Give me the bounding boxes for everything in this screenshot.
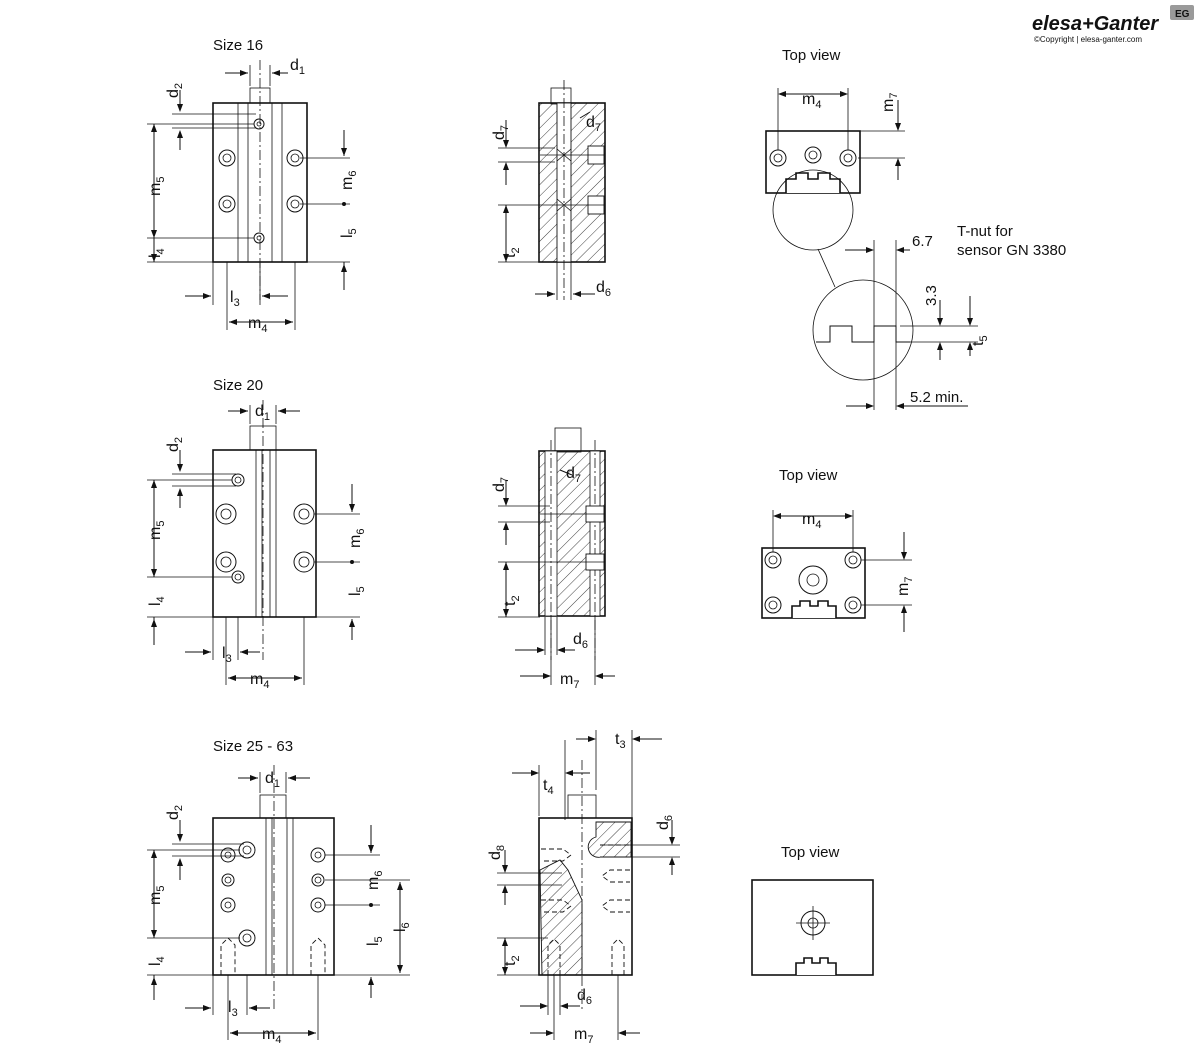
- tnut-title-line2: sensor GN 3380: [957, 242, 1066, 259]
- size-20-top-view: Top view m4 m7: [761, 467, 915, 632]
- s16-l3-label: l3: [230, 289, 240, 309]
- size-25-63-section-view: t4 t3 d6 d8 t2 d6 m7: [487, 730, 680, 1046]
- s25-m7-label: m7: [574, 1026, 593, 1046]
- s16-top-view-title: Top view: [782, 47, 841, 64]
- brand-logo: elesa+Ganter EG ©Copyright | elesa-gante…: [1032, 5, 1194, 44]
- s25-d2-label: d2: [165, 805, 185, 820]
- s16-m6-label: m6: [339, 171, 359, 190]
- s25-m6-label: m6: [365, 871, 385, 890]
- size-25-63-front-view: d1 d2 m5 l4 m6 l5 l6 l3 m4: [147, 765, 412, 1046]
- s25-t3-label: t3: [615, 731, 626, 751]
- size-25-63-top-view: Top view: [751, 844, 874, 976]
- s20-d7-label-right: d7: [566, 465, 581, 485]
- s16-d7-label-right: d7: [586, 114, 601, 134]
- size-16-top-view: Top view m4 m7: [765, 47, 1066, 410]
- s16-l5-label: l5: [339, 228, 359, 238]
- s20-l5-label: l5: [347, 586, 367, 596]
- s16-m4-label: m4: [248, 315, 267, 335]
- logo-badge: [1170, 5, 1194, 20]
- tnut-title-line1: T-nut for: [957, 223, 1013, 240]
- size-20-title: Size 20: [213, 377, 263, 394]
- size-16-title: Size 16: [213, 37, 263, 54]
- size-20-section: Size 20: [147, 377, 915, 691]
- s20-top-view-title: Top view: [779, 467, 838, 484]
- s16-top-m7-label: m7: [880, 93, 900, 112]
- s16-d7-label-left: d7: [491, 125, 511, 140]
- s20-top-m4-label: m4: [802, 511, 821, 531]
- logo-copyright: ©Copyright | elesa-ganter.com: [1034, 35, 1142, 44]
- s20-d7-label-left: d7: [491, 477, 511, 492]
- tnut-dim-5-2-min: 5.2 min.: [910, 389, 963, 406]
- logo-badge-text: EG: [1175, 9, 1190, 20]
- size-25-63-section: Size 25 - 63: [147, 730, 874, 1046]
- s16-d1-label: d1: [290, 57, 305, 77]
- s20-t2-label: t2: [502, 595, 522, 606]
- s20-m7-label: m7: [560, 671, 579, 691]
- size-20-section-view: d7 d7 t2 d6 m7: [491, 427, 615, 691]
- s20-d1-label: d1: [255, 403, 270, 423]
- s25-l5-label: l5: [365, 936, 385, 946]
- s20-m5-label: m5: [147, 521, 167, 540]
- s20-l3-label: l3: [222, 645, 232, 665]
- s20-m4-label: m4: [250, 671, 269, 691]
- s25-d8-label: d8: [487, 845, 507, 860]
- s16-l4-label: l4: [147, 248, 167, 258]
- s25-l4-label: l4: [147, 956, 167, 966]
- s20-d2-label: d2: [165, 437, 185, 452]
- s16-t2-label: t2: [502, 247, 522, 258]
- s16-d2-label: d2: [165, 83, 185, 98]
- tnut-t5-label: t5: [970, 335, 990, 346]
- size-25-63-title: Size 25 - 63: [213, 738, 293, 755]
- s16-m5-label: m5: [147, 177, 167, 196]
- tnut-dim-3-3: 3.3: [923, 285, 940, 306]
- size-16-front-view: d1 d2 m5 l4 m6 l5 l3 m4: [147, 57, 359, 335]
- s20-d6-label: d6: [573, 631, 588, 651]
- size-16-section-view: d7 d7 t2 d6: [491, 80, 611, 300]
- tnut-dim-6-7: 6.7: [912, 233, 933, 250]
- s25-m5-label: m5: [147, 886, 167, 905]
- logo-brand-text: elesa+Ganter: [1032, 13, 1159, 35]
- s25-d6-label-bottom: d6: [577, 987, 592, 1007]
- s25-m4-label: m4: [262, 1026, 281, 1046]
- size-20-front-view: d1 d2 m5 l4 m6 l5 l3 m4: [147, 400, 367, 691]
- s25-t2-label: t2: [502, 955, 522, 966]
- s25-top-view-title: Top view: [781, 844, 840, 861]
- s20-l4-label: l4: [147, 596, 167, 606]
- s16-d6-label: d6: [596, 279, 611, 299]
- s16-top-m4-label: m4: [802, 91, 821, 111]
- s25-d1-label: d1: [265, 770, 280, 790]
- s25-l6-label: l6: [392, 922, 412, 932]
- s25-l3-label: l3: [228, 999, 238, 1019]
- size-16-section: Size 16: [147, 37, 1066, 410]
- s20-top-m7-label: m7: [895, 577, 915, 596]
- s20-m6-label: m6: [347, 529, 367, 548]
- s25-d6-label-right: d6: [655, 815, 675, 830]
- s25-t4-label: t4: [543, 777, 554, 797]
